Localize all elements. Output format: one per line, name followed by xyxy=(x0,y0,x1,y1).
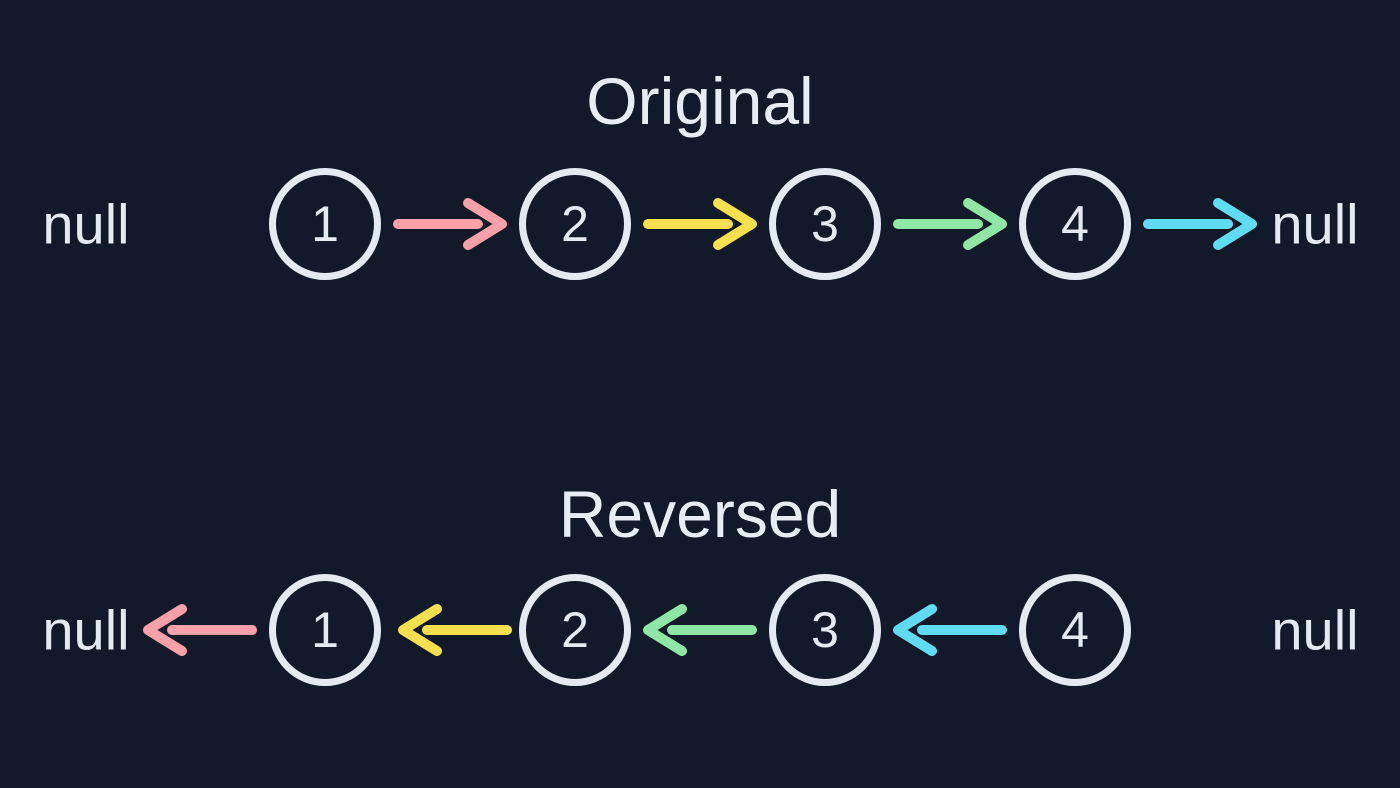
arrow-4-to-null xyxy=(1143,198,1257,250)
node-label: 4 xyxy=(1061,196,1089,252)
arrow-1-to-2 xyxy=(393,198,507,250)
node-4: 4 xyxy=(1019,168,1131,280)
arrow-3-to-2 xyxy=(643,604,757,656)
node-label: 3 xyxy=(811,196,839,252)
node-label: 2 xyxy=(561,196,589,252)
node-label: 4 xyxy=(1061,602,1089,658)
arrow-2-to-1 xyxy=(398,604,512,656)
node-label: 3 xyxy=(811,602,839,658)
node-label: 1 xyxy=(311,196,339,252)
null-label-left: null xyxy=(42,192,130,256)
arrow-4-to-3 xyxy=(893,604,1007,656)
node-3: 3 xyxy=(769,574,881,686)
null-label-right: null xyxy=(1271,192,1359,256)
node-label: 1 xyxy=(311,602,339,658)
null-label-left: null xyxy=(42,598,130,662)
node-label: 2 xyxy=(561,602,589,658)
node-1: 1 xyxy=(269,168,381,280)
arrow-3-to-4 xyxy=(893,198,1007,250)
arrow-1-to-null xyxy=(143,604,257,656)
node-4: 4 xyxy=(1019,574,1131,686)
node-2: 2 xyxy=(519,574,631,686)
null-label-right: null xyxy=(1271,598,1359,662)
node-1: 1 xyxy=(269,574,381,686)
title-reversed: Reversed xyxy=(558,477,842,551)
node-2: 2 xyxy=(519,168,631,280)
arrow-2-to-3 xyxy=(643,198,757,250)
title-original: Original xyxy=(586,64,814,138)
node-3: 3 xyxy=(769,168,881,280)
